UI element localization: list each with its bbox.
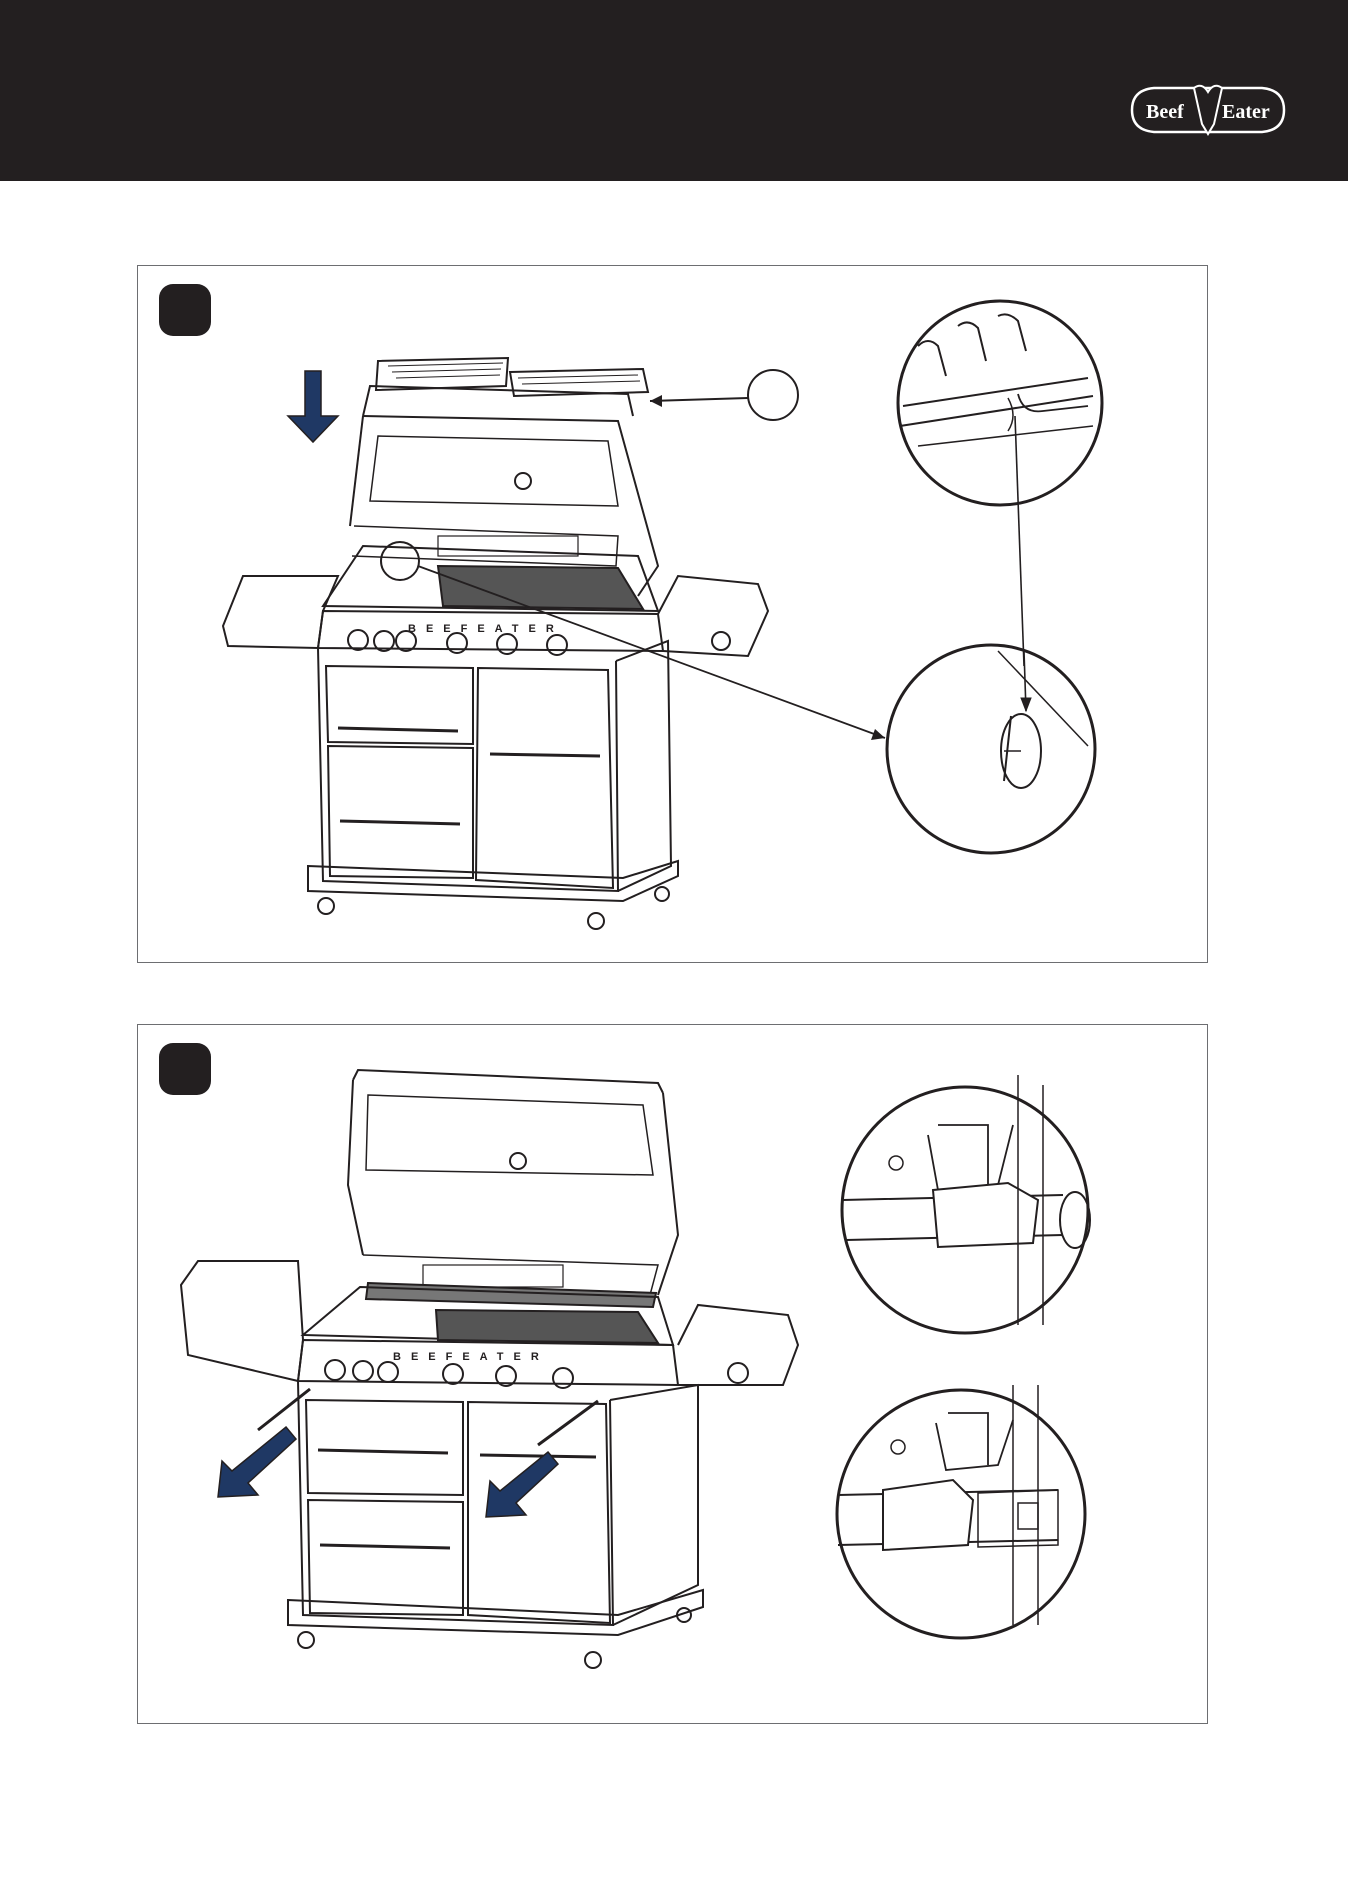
brand-plate-text: BEEFEATER <box>408 623 564 635</box>
detail-zoom-top <box>898 301 1102 666</box>
bbq-grill-drawing: BEEFEATER <box>181 1070 798 1668</box>
brand-plate-text: BEEFEATER <box>393 1351 549 1363</box>
step-1-illustration: BEEFEATER <box>138 266 1209 964</box>
detail-zoom-rail-upper <box>842 1075 1090 1333</box>
detail-zoom-bottom <box>887 645 1095 853</box>
logo-text-left: Beef <box>1146 101 1184 123</box>
bbq-grill-drawing: BEEFEATER <box>223 386 768 929</box>
step-1-panel: BEEFEATER <box>137 265 1208 963</box>
pull-out-arrow-left-icon <box>218 1427 296 1497</box>
callout-marker <box>650 370 798 420</box>
pull-out-arrow-right-icon <box>486 1452 558 1517</box>
down-arrow-icon <box>288 371 338 442</box>
detail-zoom-rail-lower <box>837 1385 1085 1638</box>
step-2-panel: BEEFEATER <box>137 1024 1208 1724</box>
header-bar: Beef Eater <box>0 0 1348 181</box>
beefeater-logo: Beef Eater <box>1124 80 1292 140</box>
bull-head-logo-icon: Beef Eater <box>1124 80 1292 140</box>
step-2-illustration: BEEFEATER <box>138 1025 1209 1725</box>
logo-text-right: Eater <box>1222 101 1270 123</box>
